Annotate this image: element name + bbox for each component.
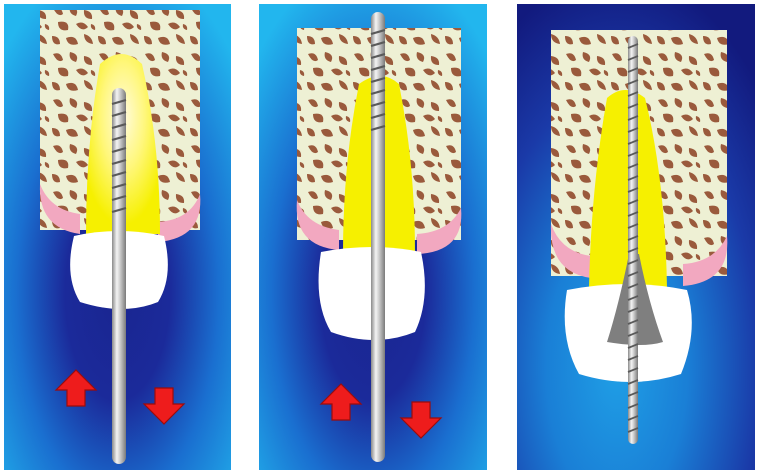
panel-1 xyxy=(4,4,231,470)
file-instrument xyxy=(628,36,638,444)
file-instrument xyxy=(371,12,385,462)
panel-3 xyxy=(517,4,755,470)
panel-2 xyxy=(259,4,487,470)
file-instrument xyxy=(112,88,126,464)
